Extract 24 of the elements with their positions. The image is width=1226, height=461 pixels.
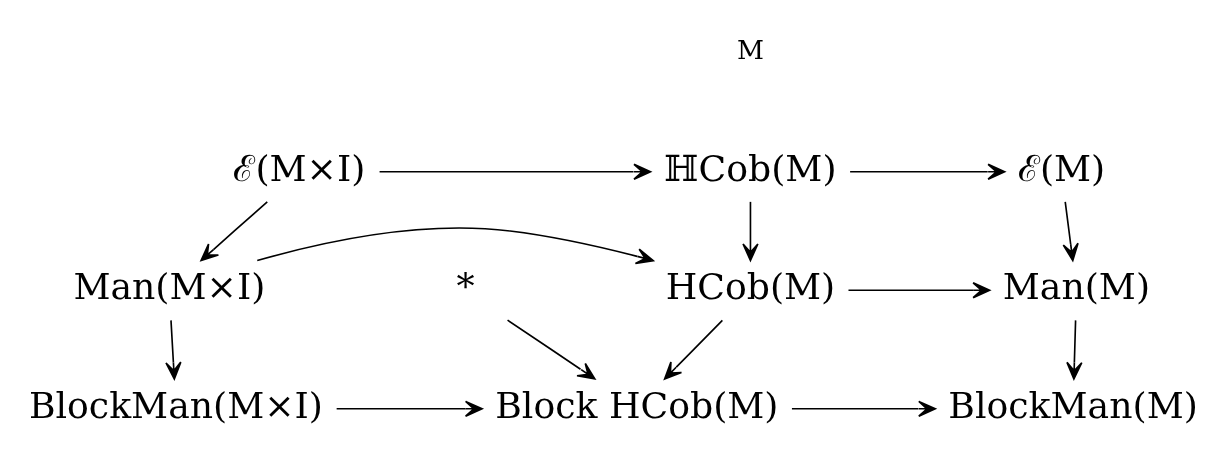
node-text: BlockMan(M×I) — [28, 383, 324, 427]
arrow — [847, 281, 991, 298]
node-text: BlockMan(M) — [948, 383, 1198, 427]
arrow — [506, 318, 596, 380]
arrow — [200, 200, 269, 261]
arrow — [378, 163, 652, 180]
arrow — [849, 163, 1006, 180]
label: M — [736, 34, 764, 65]
node-text: HCob(M) — [665, 264, 836, 308]
arrow — [663, 319, 724, 380]
node-text: ℰ(M) — [1017, 146, 1106, 190]
arrow — [256, 226, 655, 264]
arrow — [1066, 319, 1083, 380]
arrow — [791, 400, 937, 417]
node-text: ℰ(M×I) — [233, 146, 366, 190]
node-text: Man(M×I) — [73, 264, 266, 308]
node-text: Man(M) — [1002, 264, 1151, 308]
arrow — [742, 200, 759, 261]
node-text: ℍCob(M) — [664, 146, 837, 190]
arrow — [335, 400, 483, 417]
node-text: Block HCob(M) — [495, 383, 779, 427]
arrow — [165, 319, 182, 380]
node-text: * — [456, 264, 475, 308]
arrow — [1062, 200, 1079, 261]
